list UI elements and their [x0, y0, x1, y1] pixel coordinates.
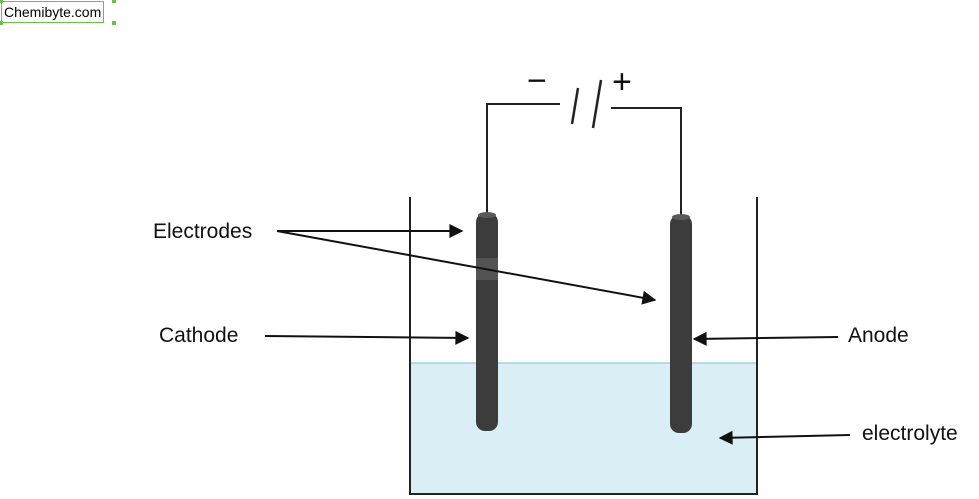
battery-plate-negative — [570, 87, 580, 125]
arrow-electrodes-anode — [276, 230, 657, 305]
anode-electrode — [670, 215, 692, 433]
label-electrolyte: electrolyte — [862, 422, 958, 445]
battery-plate-positive — [591, 79, 603, 129]
label-anode: Anode — [848, 324, 909, 347]
battery-negative-sign: − — [527, 62, 547, 100]
cathode-electrode — [476, 213, 498, 431]
anode-top — [672, 214, 690, 220]
watermark-label: Chemibyte.com — [1, 1, 105, 23]
beaker — [409, 197, 758, 495]
electrolyte-liquid — [410, 363, 757, 494]
wire-cathode — [486, 103, 560, 213]
battery-positive-sign: + — [612, 63, 632, 101]
label-electrodes: Electrodes — [153, 220, 252, 243]
arrow-anode — [692, 331, 839, 346]
watermark-handle — [0, 0, 3, 3]
watermark-handle — [0, 21, 3, 25]
arrow-electrolyte — [718, 430, 851, 445]
arrow-cathode — [264, 330, 470, 345]
cathode-top — [478, 212, 496, 218]
watermark-handle — [112, 21, 116, 25]
label-cathode: Cathode — [159, 324, 238, 347]
watermark-handle — [112, 0, 116, 3]
wire-anode — [611, 107, 682, 215]
